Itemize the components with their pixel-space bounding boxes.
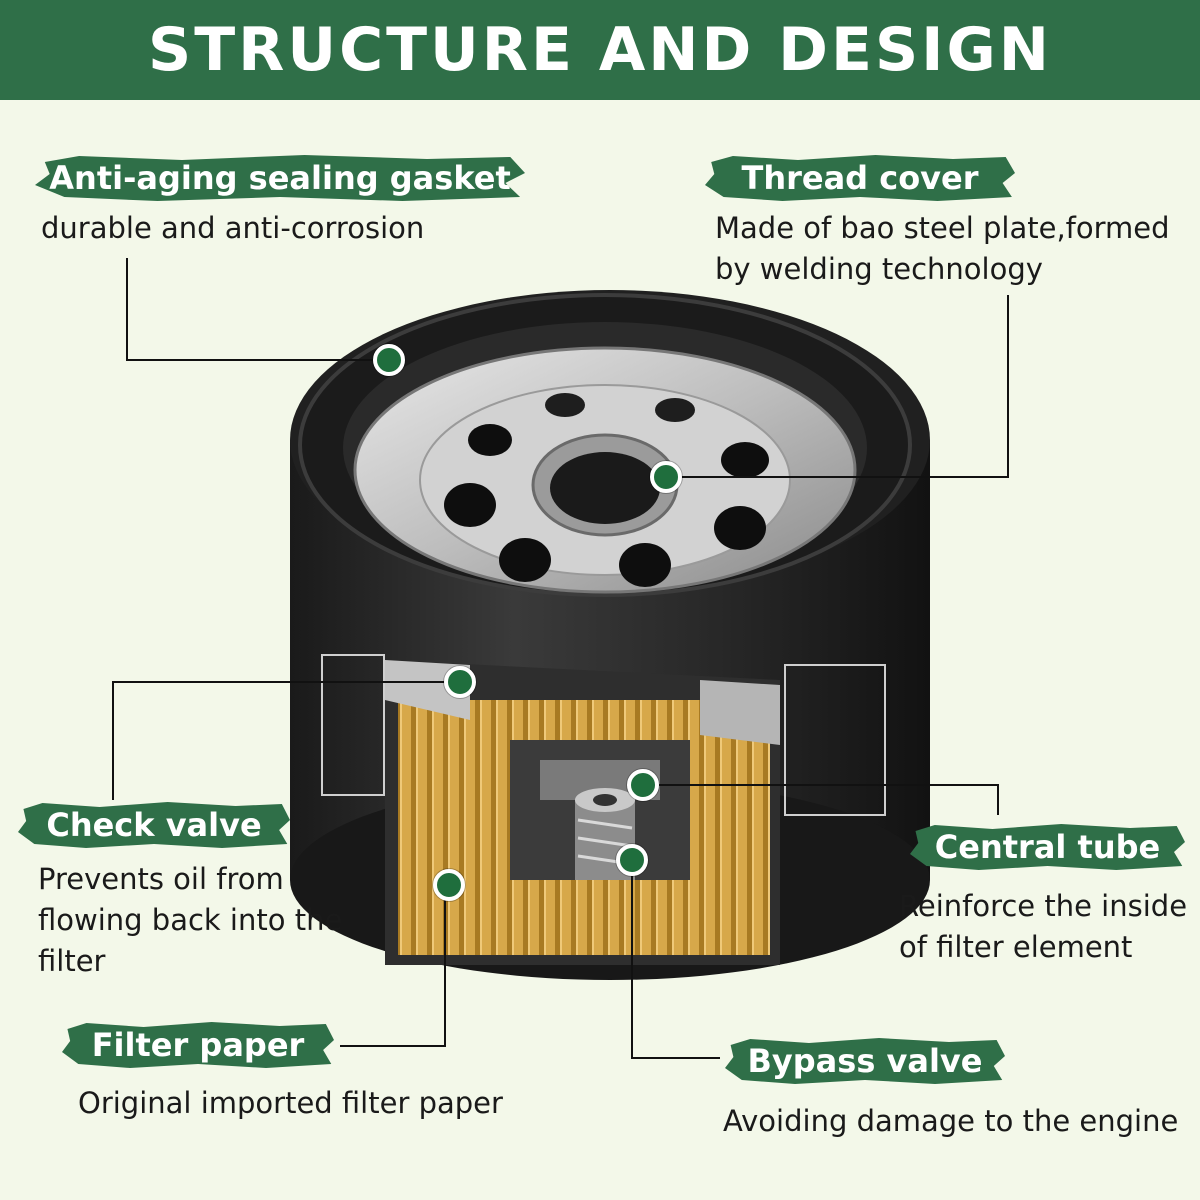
marker-thread-cover: [650, 461, 682, 493]
callout-paper-description: Original imported filter paper: [78, 1086, 503, 1120]
callout-gasket-title: Anti-aging sealing gasket: [35, 155, 525, 201]
page-title: STRUCTURE AND DESIGN: [148, 15, 1052, 85]
callout-central-title: Central tube: [910, 824, 1185, 870]
header-banner: STRUCTURE AND DESIGN: [0, 0, 1200, 100]
thread-cover-plate: [353, 346, 857, 594]
callout-thread-description: Made of bao steel plate,formed by weldin…: [715, 211, 1170, 286]
marker-gasket: [373, 344, 405, 376]
cutaway-section: [385, 660, 780, 965]
callout-paper-title: Filter paper: [62, 1022, 334, 1068]
marker-central-tube: [627, 769, 659, 801]
callout-check-title: Check valve: [18, 802, 290, 848]
callout-central-description: Reinforce the inside of filter element: [899, 889, 1188, 964]
callout-gasket-description: durable and anti-corrosion: [41, 211, 425, 245]
marker-filter-paper: [433, 869, 465, 901]
callout-bypass-description: Avoiding damage to the engine: [723, 1104, 1179, 1138]
bypass-valve-spring: [575, 788, 635, 880]
callout-thread-title: Thread cover: [705, 155, 1015, 201]
callout-check-description: Prevents oil from flowing back into the …: [38, 862, 343, 978]
leader-lines: [112, 258, 1009, 1059]
callout-bypass-title: Bypass valve: [725, 1038, 1005, 1084]
marker-check-valve: [444, 666, 476, 698]
printed-label-panel: [321, 654, 886, 816]
marker-bypass-valve: [616, 844, 648, 876]
